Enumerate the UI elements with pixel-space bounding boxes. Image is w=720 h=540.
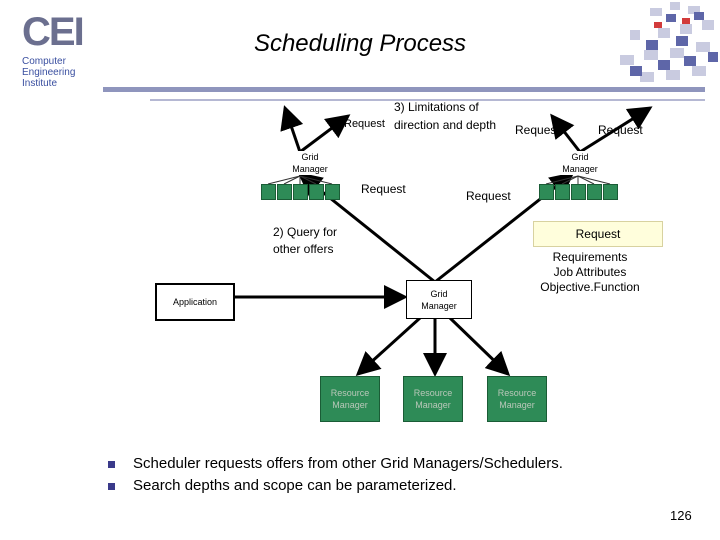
node-box [293,184,308,200]
logo-line-2: Engineering [22,67,76,78]
gm-label-1: Grid [301,152,319,162]
gm-label-2: Manager [421,300,457,311]
request-label-mid-right: Request [466,189,511,203]
title-rule-thin [150,99,705,101]
request-detail-3: Objective.Function [540,280,640,294]
logo-line-1: Computer [22,56,66,67]
node-box [325,184,340,200]
query-line-1: 2) Query for [273,225,338,239]
rm-label-1: Resource [497,388,537,398]
gm-label-2: Manager [562,164,598,174]
bullet-square-icon [108,460,115,468]
rm-label-2: Manager [415,400,451,410]
flag-decoration [610,0,720,90]
logo-line-3: Institute [22,78,58,89]
page-title: Scheduling Process [253,30,467,57]
rm-label-1: Resource [330,388,370,398]
query-label: 2) Query for other offers [273,224,337,258]
rm-label-2: Manager [499,400,535,410]
node-box [277,184,292,200]
request-label-top-left: Request [344,118,385,130]
title-rule [103,87,705,92]
bullet-text: Scheduler requests offers from other Gri… [133,455,563,472]
request-box-title: Request [533,221,663,247]
node-box [261,184,276,200]
grid-manager-upper-left: Grid Manager [278,151,342,175]
request-details: Requirements Job Attributes Objective.Fu… [540,250,640,295]
gm-label-2: Manager [292,164,328,174]
logo-text: Computer Engineering Institute [22,56,75,89]
limitations-label-1: 3) Limitations of [394,100,479,114]
bullet-text: Search depths and scope can be parameter… [133,477,457,494]
bullet-item: Search depths and scope can be parameter… [108,475,563,497]
node-box [571,184,586,200]
bullet-item: Scheduler requests offers from other Gri… [108,453,563,475]
resource-manager-3: Resource Manager [487,376,547,422]
gm-label-1: Grid [571,152,589,162]
resource-manager-2: Resource Manager [403,376,463,422]
node-box [587,184,602,200]
page-number: 126 [670,508,692,523]
application-box: Application [155,283,235,321]
request-detail-2: Job Attributes [553,265,627,279]
rm-label-1: Resource [413,388,453,398]
node-box [539,184,554,200]
request-label-mid-left: Request [361,182,406,196]
node-box [309,184,324,200]
query-line-2: other offers [273,242,334,256]
limitations-label-2: direction and depth [394,118,497,132]
request-detail-1: Requirements [552,250,628,264]
logo-mark: CEI [22,10,85,54]
bullet-square-icon [108,482,115,490]
request-label-top-mid: Request [515,123,560,137]
request-label-top-right: Request [598,123,643,137]
rm-label-2: Manager [332,400,368,410]
grid-manager-upper-right: Grid Manager [552,151,608,175]
node-box [603,184,618,200]
grid-manager-central: Grid Manager [406,280,472,319]
gm-label-1: Grid [430,288,448,299]
resource-manager-1: Resource Manager [320,376,380,422]
node-box [555,184,570,200]
bullet-list: Scheduler requests offers from other Gri… [108,453,563,497]
